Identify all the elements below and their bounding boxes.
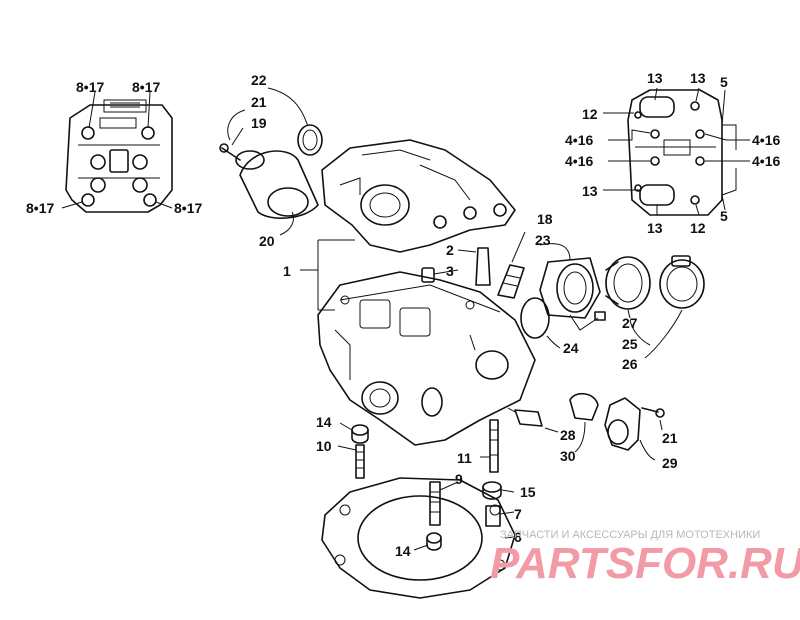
label-22: 22: [251, 72, 267, 88]
inset-leaders: [61, 91, 173, 209]
coolant-fittings: [507, 392, 665, 461]
head-assembly-bracket: [300, 239, 355, 311]
hose-clamps: [569, 255, 705, 359]
head-gasket: [321, 477, 516, 599]
label-14-lower: 14: [395, 543, 411, 559]
cylinder-head: [317, 271, 536, 446]
label-8-17-bottom-right: 8•17: [174, 200, 202, 216]
label-6: 6: [514, 529, 522, 545]
label-5-top: 5: [720, 74, 728, 90]
label-1: 1: [283, 263, 291, 279]
label-13-bottom: 13: [647, 220, 663, 236]
label-26: 26: [622, 356, 638, 372]
label-8-17-bottom-left: 8•17: [26, 200, 54, 216]
label-24: 24: [563, 340, 579, 356]
label-28: 28: [560, 427, 576, 443]
label-4-16-upper-left: 4•16: [565, 132, 593, 148]
label-13-top-right: 13: [690, 70, 706, 86]
label-8-17-top-right: 8•17: [132, 79, 160, 95]
spark-plug: [497, 231, 526, 299]
watermark-brand: PARTSFOR.RU: [490, 539, 800, 588]
intake-boot: [520, 243, 601, 349]
head-top-view-inset: [65, 99, 173, 213]
label-21-lower: 21: [662, 430, 678, 446]
label-23: 23: [535, 232, 551, 248]
label-9: 9: [455, 471, 463, 487]
label-14-upper: 14: [316, 414, 332, 430]
valve-cover: [321, 139, 516, 253]
label-4-16-lower-right: 4•16: [752, 153, 780, 169]
label-13-top-left: 13: [647, 70, 663, 86]
valve-cover-top-view-inset: [627, 89, 723, 216]
label-4-16-upper-right: 4•16: [752, 132, 780, 148]
label-30: 30: [560, 448, 576, 464]
label-29: 29: [662, 455, 678, 471]
label-12-bottom: 12: [690, 220, 706, 236]
label-11: 11: [457, 450, 472, 466]
watermark-tagline: ЗАПЧАСТИ И АКСЕССУАРЫ ДЛЯ МОТОТЕХНИКИ: [500, 529, 760, 541]
label-7: 7: [514, 506, 522, 522]
label-2: 2: [446, 242, 454, 258]
label-12-top: 12: [582, 106, 598, 122]
studs-and-nuts: [337, 419, 515, 527]
label-3: 3: [446, 263, 454, 279]
label-15: 15: [520, 484, 536, 500]
dowel-fittings: [421, 247, 491, 286]
label-4-16-lower-left: 4•16: [565, 153, 593, 169]
label-19: 19: [251, 115, 267, 131]
thermostat-housing: [219, 124, 323, 219]
label-20: 20: [259, 233, 275, 249]
label-10: 10: [316, 438, 332, 454]
label-25: 25: [622, 336, 638, 352]
cover-inset-leaders: [603, 87, 750, 216]
label-27: 27: [622, 315, 638, 331]
label-5-bottom: 5: [720, 208, 728, 224]
part-labels: 1 2 3 5 5 6 7 9 10 11 12 12 13 13 13 13 …: [26, 70, 780, 559]
label-18: 18: [537, 211, 553, 227]
label-8-17-top-left: 8•17: [76, 79, 104, 95]
label-13-left: 13: [582, 183, 598, 199]
watermark: ЗАПЧАСТИ И АКСЕССУАРЫ ДЛЯ МОТОТЕХНИКИ PA…: [490, 529, 800, 588]
label-21-upper: 21: [251, 94, 267, 110]
thermostat-leaders: [227, 87, 309, 236]
